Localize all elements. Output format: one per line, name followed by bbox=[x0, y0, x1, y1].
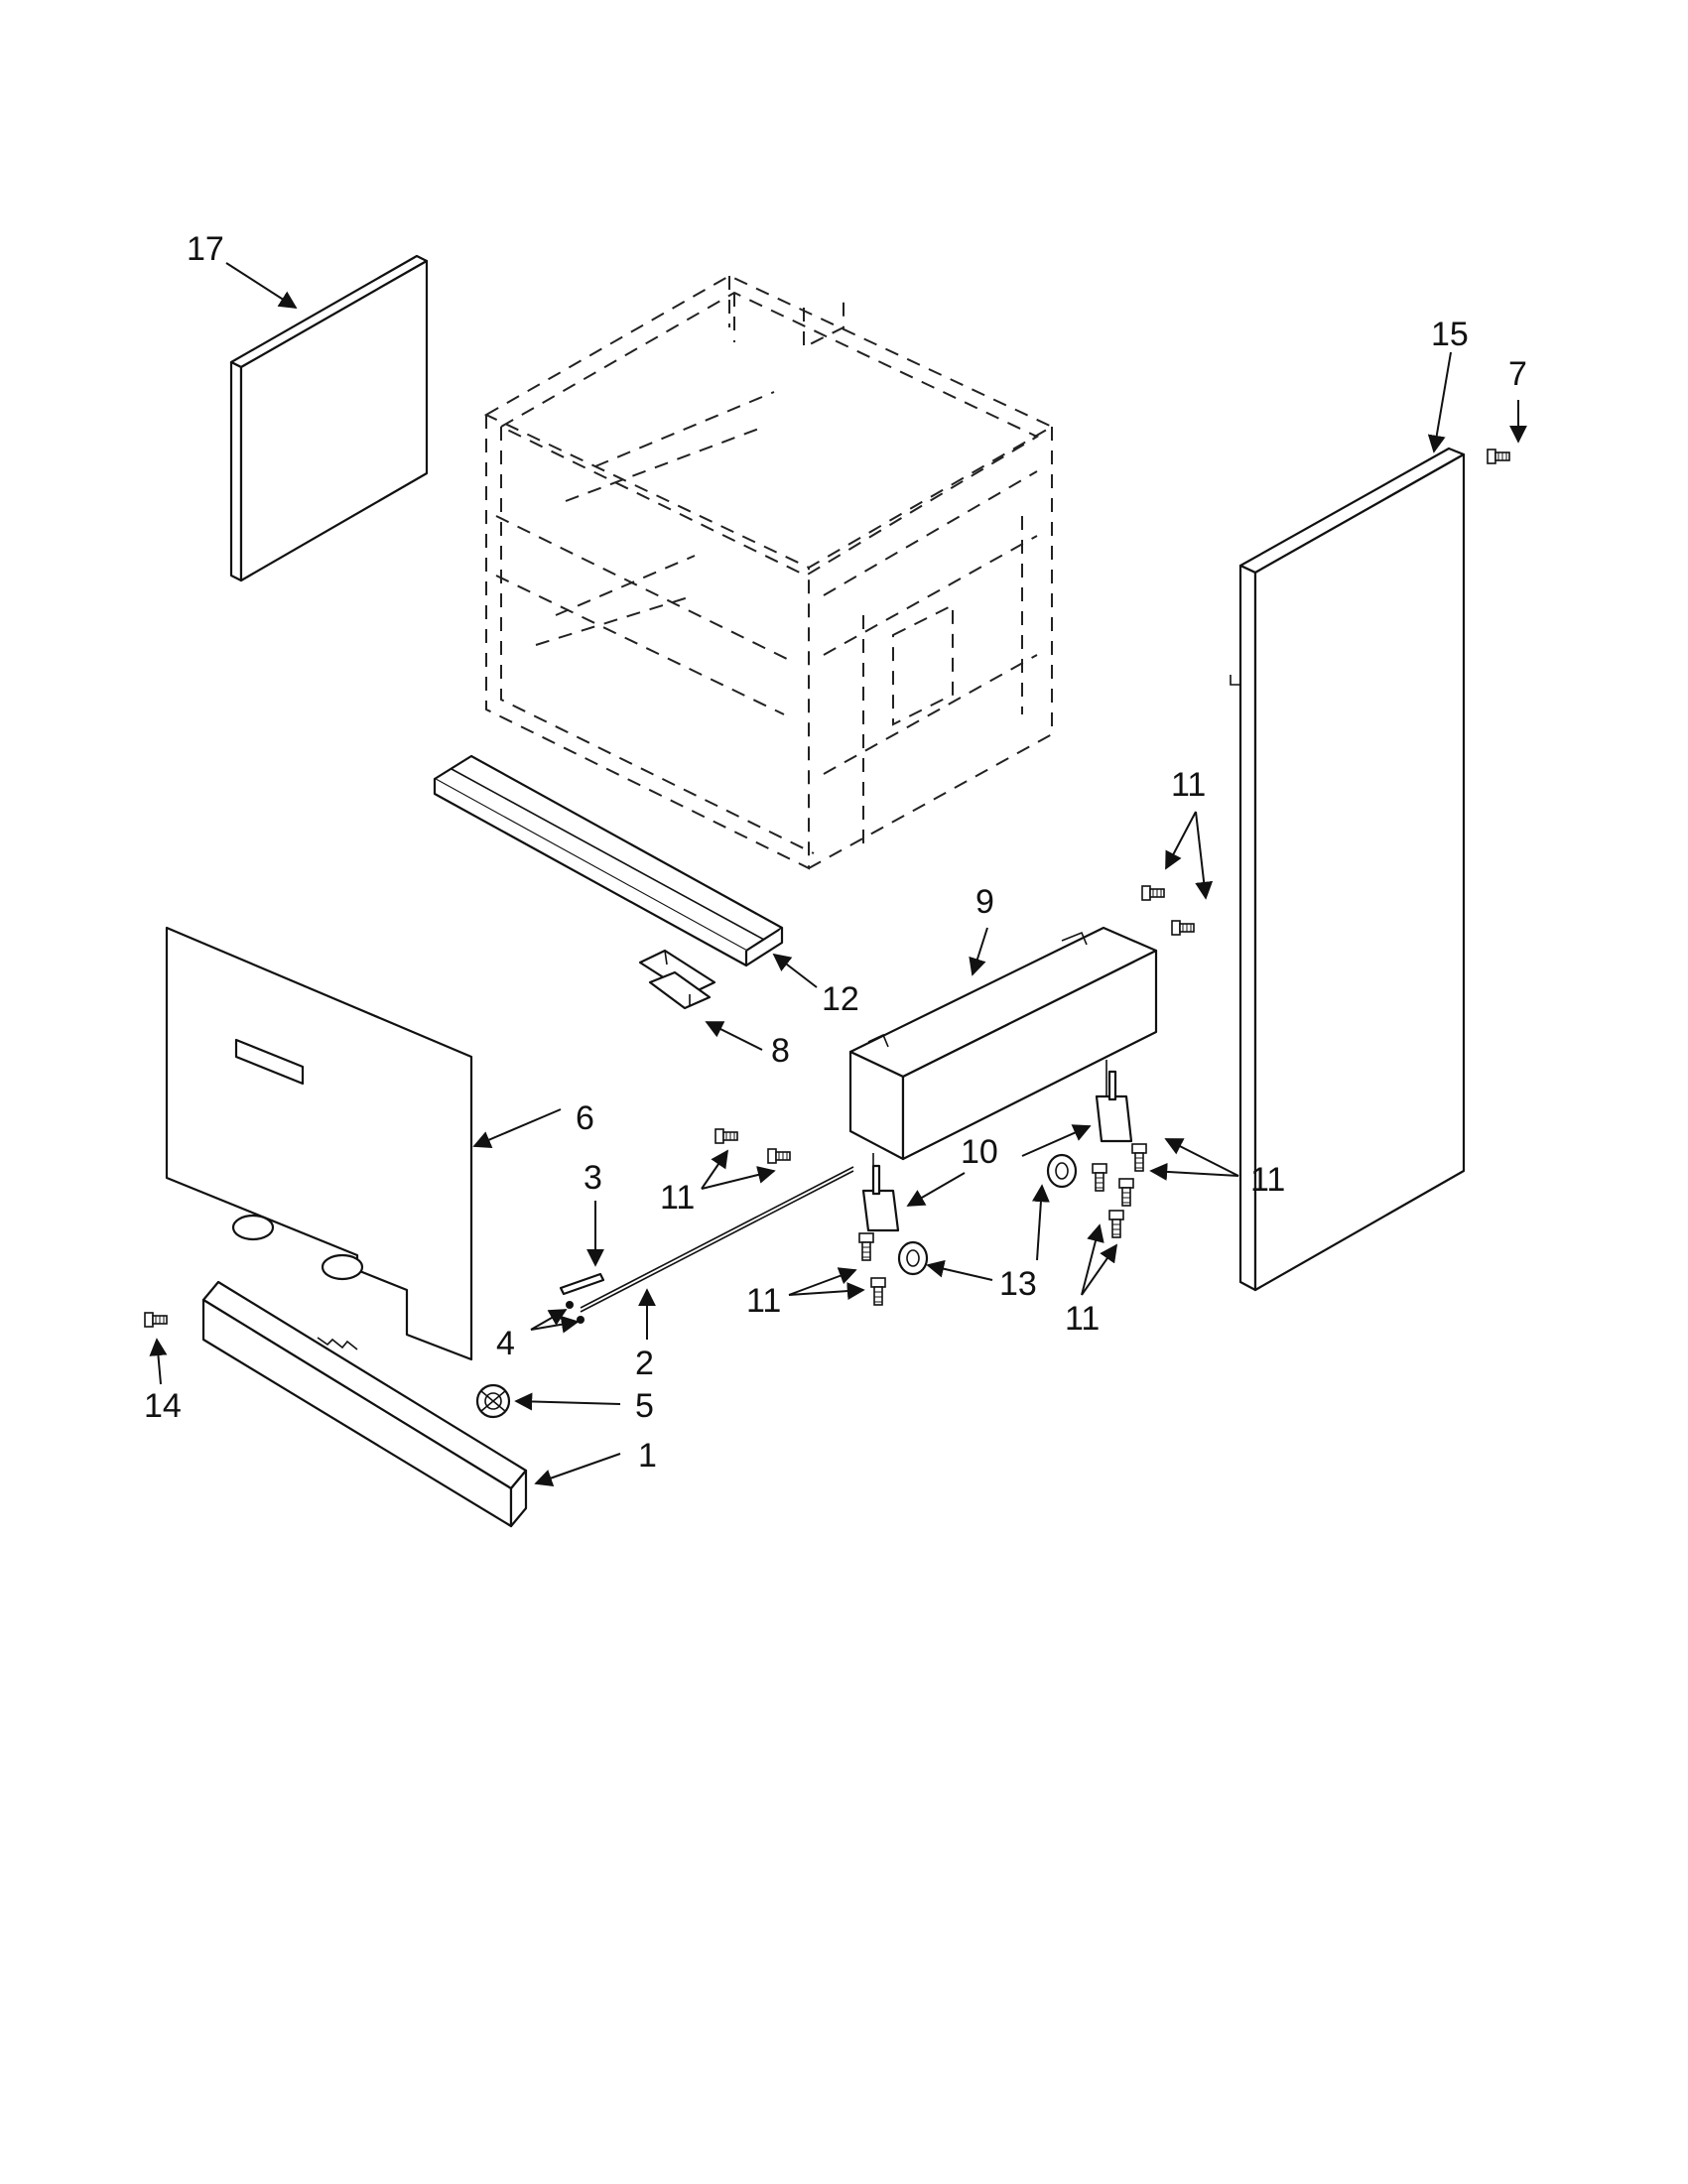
callout-5: 5 bbox=[635, 1387, 654, 1425]
callout-3: 3 bbox=[584, 1159, 602, 1197]
callout-9: 9 bbox=[975, 883, 994, 921]
callout-labels: 17 15 7 11 9 12 8 6 3 10 11 11 13 11 11 … bbox=[144, 230, 1527, 1475]
callout-6: 6 bbox=[576, 1099, 594, 1137]
part-8-bracket bbox=[638, 949, 716, 1010]
callout-11-bottom-left: 11 bbox=[746, 1282, 781, 1320]
callout-8: 8 bbox=[771, 1032, 790, 1070]
callout-10: 10 bbox=[961, 1133, 998, 1171]
part-4-clips bbox=[566, 1301, 584, 1324]
callout-11-top: 11 bbox=[1171, 766, 1206, 804]
callout-13: 13 bbox=[999, 1265, 1037, 1303]
part-14-screw bbox=[144, 1312, 168, 1328]
part-3-rod bbox=[559, 1272, 605, 1296]
tub-outline-dashed bbox=[483, 274, 1055, 870]
callout-12: 12 bbox=[822, 980, 859, 1018]
callout-15: 15 bbox=[1431, 316, 1469, 353]
callout-1: 1 bbox=[638, 1437, 657, 1475]
callout-2: 2 bbox=[635, 1345, 654, 1382]
part-1-toe-kick bbox=[201, 1280, 528, 1528]
callout-11-left: 11 bbox=[660, 1179, 695, 1217]
part-17-side-panel-left bbox=[229, 254, 429, 582]
part-9-channel-box bbox=[848, 926, 1158, 1191]
callout-14: 14 bbox=[144, 1387, 182, 1425]
callout-17: 17 bbox=[187, 230, 224, 268]
part-5-grommet bbox=[475, 1383, 511, 1419]
part-10-leveling-legs bbox=[861, 1070, 1133, 1232]
part-12-rail bbox=[433, 754, 784, 967]
callout-11-right: 11 bbox=[1250, 1161, 1285, 1199]
part-2-rod bbox=[580, 1166, 854, 1313]
part-6-access-panel bbox=[165, 926, 473, 1361]
part-15-side-panel-right bbox=[1230, 447, 1466, 1292]
part-7-screw bbox=[1487, 449, 1510, 464]
part-13-casters bbox=[897, 1153, 1078, 1276]
callout-7: 7 bbox=[1508, 355, 1527, 393]
leader-lines bbox=[149, 262, 1527, 1487]
callout-11-bottom-right: 11 bbox=[1065, 1300, 1100, 1338]
callout-4: 4 bbox=[496, 1325, 515, 1362]
